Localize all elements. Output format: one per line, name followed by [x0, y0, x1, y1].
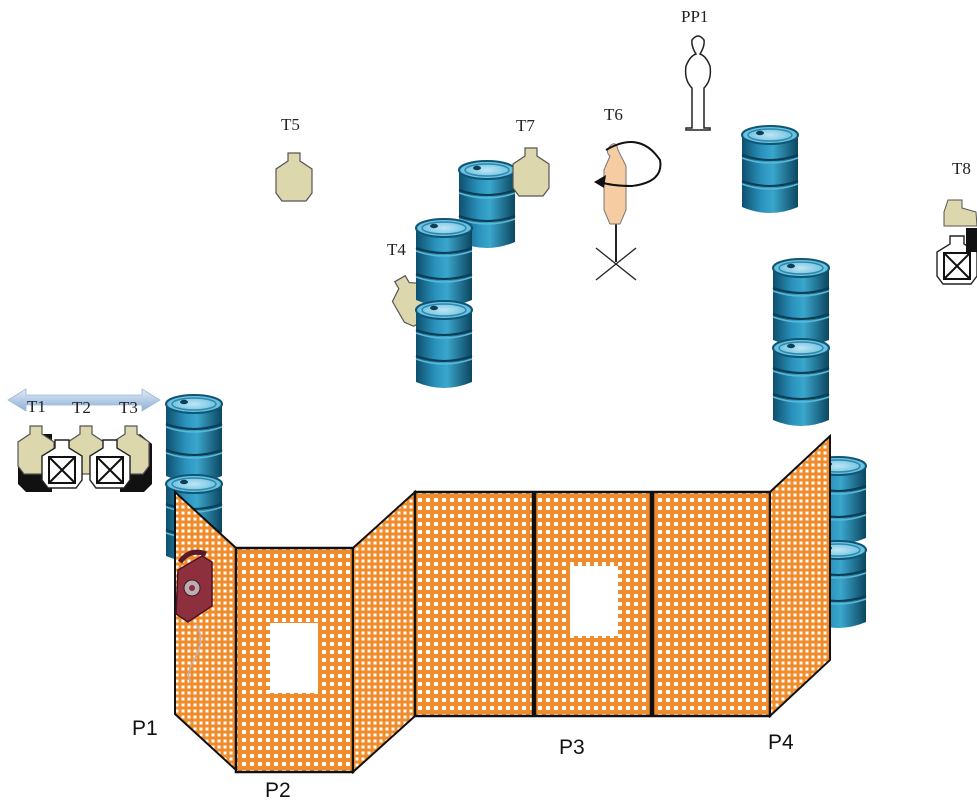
barrel-stack [415, 218, 473, 389]
shooting-port [570, 566, 618, 636]
wall-panel-p1 [174, 489, 237, 773]
target-t4: T4 [383, 240, 441, 330]
target-label: T2 [72, 398, 91, 417]
target-label: T1 [27, 397, 46, 416]
target-label: T8 [952, 159, 971, 178]
target-t6: T6 [594, 105, 662, 281]
position-label-p3: P3 [559, 736, 585, 759]
target-label: PP1 [681, 7, 708, 26]
target-t7: T7 [512, 116, 550, 197]
position-label-p4: P4 [768, 731, 794, 754]
position-label-p1: P1 [132, 717, 158, 740]
barrel-stack [772, 258, 830, 427]
barrel [741, 125, 799, 214]
target-label: T4 [387, 240, 406, 259]
target-label: T3 [119, 398, 138, 417]
rotation-arrow-icon [594, 141, 662, 188]
wall-panel-connector [352, 489, 416, 775]
popper-pp1: PP1 [681, 7, 712, 131]
target-t8: T8 [936, 159, 977, 285]
wall-panel-p3-left [413, 490, 535, 718]
shooting-port [270, 623, 318, 693]
telephone-icon [175, 549, 213, 683]
wall-panel-p2 [234, 546, 355, 774]
position-label-p2: P2 [265, 779, 291, 802]
target-t5: T5 [275, 115, 313, 202]
wall-panel-p4 [769, 433, 831, 719]
target-group-t1-t3: T1 T2 T3 [17, 397, 152, 492]
target-label: T5 [281, 115, 300, 134]
target-label: T7 [516, 116, 535, 135]
target-label: T6 [604, 105, 623, 124]
wall-panel-p3 [533, 490, 653, 718]
wall-panel-p3-right [651, 490, 772, 718]
moving-target-arrow [7, 388, 161, 412]
